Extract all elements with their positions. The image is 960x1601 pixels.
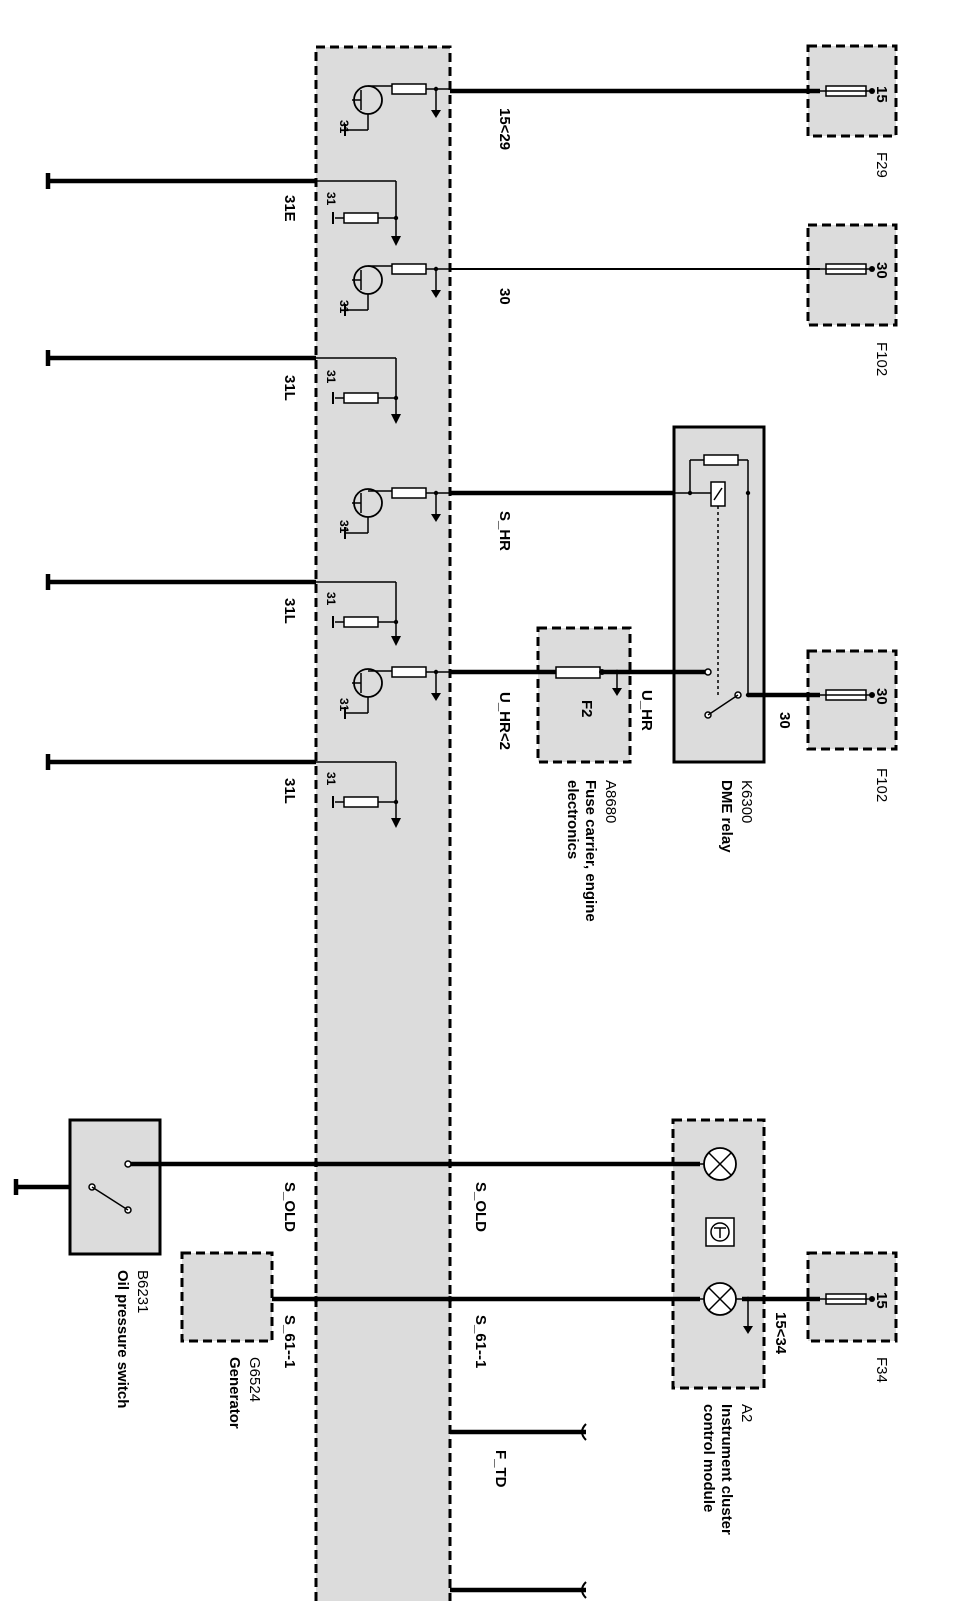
wire-label-s-hr: S_HR — [496, 511, 513, 551]
ground-stage-31e — [316, 180, 401, 246]
fuse-label-f2: F2 — [578, 700, 595, 718]
oil-pressure-switch-box — [68, 1118, 162, 1256]
terminal-marks — [13, 173, 587, 1599]
fuse-symbol-f2 — [555, 666, 622, 696]
pin-label-31: 31 — [324, 192, 338, 206]
pin-label-31: 31 — [337, 300, 351, 314]
component-id-g6524: G6524 — [246, 1357, 263, 1402]
fuse-symbol-f29 — [820, 85, 875, 97]
wire-label-31l-a: 31L — [281, 375, 298, 401]
fuse-symbol-f34 — [820, 1293, 875, 1305]
component-name-a2-2: control module — [700, 1404, 717, 1512]
gauge-icon — [705, 1217, 735, 1247]
junction-dots — [313, 86, 453, 1302]
transistor-stage-2 — [344, 263, 450, 316]
wire-label-u-hr: U_HR — [638, 690, 655, 731]
pin-label-31: 31 — [337, 520, 351, 534]
component-id-a8680: A8680 — [602, 780, 619, 823]
dme-relay-box — [672, 425, 766, 764]
pin-label-31: 31 — [324, 370, 338, 384]
component-id-a2: A2 — [738, 1404, 755, 1422]
ground-stage-31l-c — [316, 761, 401, 828]
component-id-f102-mid: F102 — [873, 768, 890, 802]
wire-label-u-hr-2: U_HR<2 — [496, 692, 513, 750]
wire-label-15-34: 15<34 — [772, 1312, 789, 1355]
control-unit-box — [314, 45, 452, 1601]
wire-label-30-mid: 30 — [776, 712, 793, 729]
wire-label-f-td: F_TD — [492, 1450, 509, 1488]
fuse-symbol-f102-top — [820, 263, 875, 275]
fuse-pin-f102-mid: 30 — [873, 688, 890, 705]
relay-coil — [674, 454, 751, 695]
component-name-b6231: Oil pressure switch — [114, 1270, 131, 1408]
fuse-pin-f34: 15 — [873, 1292, 890, 1309]
relay-switch — [704, 668, 751, 719]
wire-label-31e: 31E — [281, 195, 298, 222]
ground-stage-31l-b — [316, 581, 401, 646]
fuse-box-f102-top — [806, 223, 898, 327]
component-name-a2-1: Instrument cluster — [718, 1404, 735, 1535]
warning-lamp-charge — [700, 1163, 753, 1334]
component-name-k6300: DME relay — [718, 780, 735, 853]
component-name-a8680-1: Fuse carrier, engine — [582, 780, 599, 922]
fuse-symbol-f102-mid — [820, 689, 875, 701]
wire-label-s-61-left: S_61--1 — [281, 1315, 298, 1368]
transistor-stage-1 — [344, 83, 450, 136]
component-name-g6524: Generator — [226, 1357, 243, 1429]
generator-box — [180, 1251, 274, 1343]
component-id-f29: F29 — [873, 152, 890, 178]
pin-label-31: 31 — [337, 698, 351, 712]
transistor-stage-3 — [344, 487, 450, 539]
wire-label-31l-b: 31L — [281, 598, 298, 624]
fuse-carrier-box — [536, 626, 632, 764]
pin-label-31: 31 — [324, 772, 338, 786]
component-id-f34: F34 — [873, 1357, 890, 1383]
wire-label-15-29: 15<29 — [496, 108, 513, 150]
warning-lamp-oil — [703, 1147, 737, 1181]
wire-label-s-old-right: S_OLD — [472, 1182, 489, 1232]
oil-switch-contacts — [88, 1160, 132, 1214]
pin-label-31: 31 — [337, 120, 351, 134]
wire-label-s-61-right: S_61--1 — [472, 1315, 489, 1368]
component-name-a8680-2: electronics — [564, 780, 581, 859]
fuse-pin-f29: 15 — [873, 86, 890, 103]
fuse-pin-f102-top: 30 — [873, 262, 890, 279]
wire-label-s-old-left: S_OLD — [281, 1182, 298, 1232]
component-id-b6231: B6231 — [134, 1270, 151, 1313]
wire-label-30-top: 30 — [496, 288, 513, 305]
ground-stage-31l-a — [316, 357, 401, 424]
pin-label-31: 31 — [324, 592, 338, 606]
wire-label-31l-c: 31L — [281, 778, 298, 804]
component-id-f102-top: F102 — [873, 342, 890, 376]
component-id-k6300: K6300 — [738, 780, 755, 823]
